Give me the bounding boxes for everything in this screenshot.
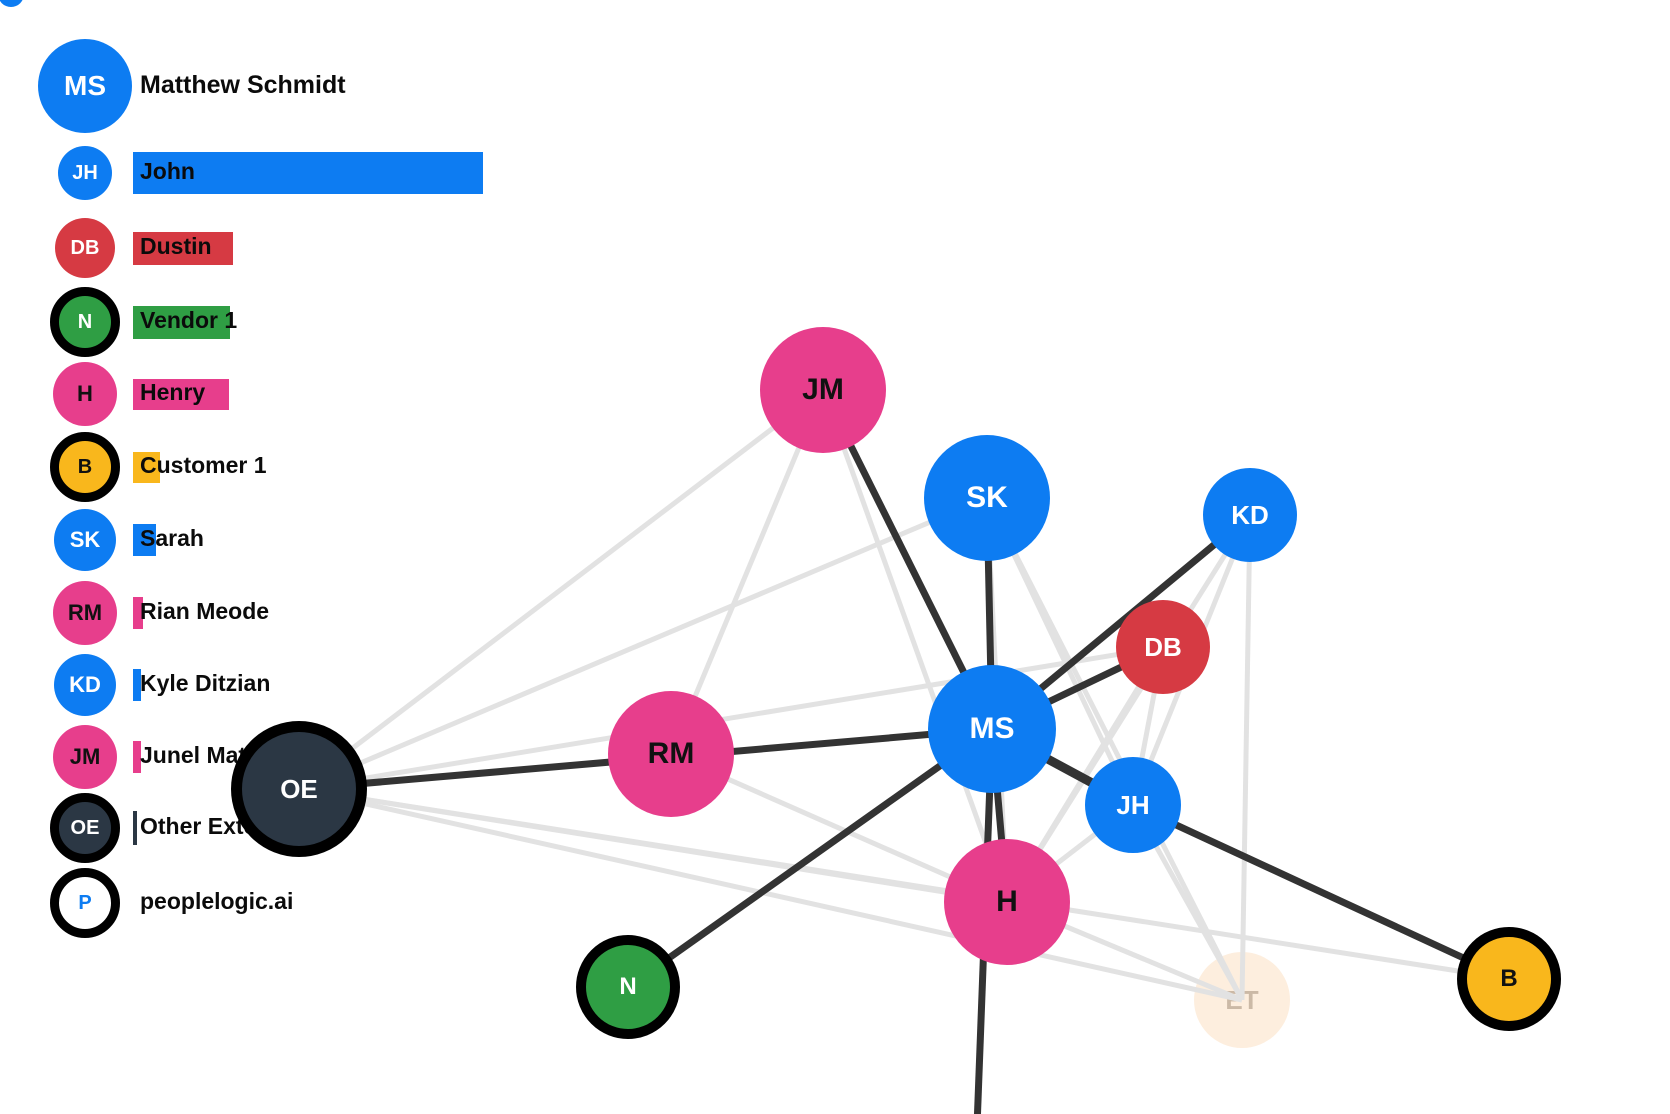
legend-avatar-b: B: [50, 432, 120, 502]
legend-avatar-db: DB: [55, 218, 115, 278]
legend-avatar-initials: KD: [69, 672, 101, 697]
legend-avatar-p: P: [50, 868, 120, 938]
edge-sk-et: [984, 496, 1245, 1002]
graph-node-rm[interactable]: RM: [608, 691, 734, 817]
graph-node-label: N: [619, 973, 637, 1000]
graph-node-jm[interactable]: JM: [760, 327, 886, 453]
graph-node-h[interactable]: H: [944, 839, 1070, 965]
legend-avatar-h: H: [53, 362, 117, 426]
graph-node-db[interactable]: DB: [1116, 600, 1210, 694]
partial-avatar-top: [0, 0, 24, 7]
edge-jh-b: [1131, 801, 1511, 983]
graph-node-label: B: [1500, 965, 1518, 992]
graph-node-oe[interactable]: OE: [231, 721, 367, 857]
legend-name: Dustin: [140, 233, 212, 259]
graph-node-label: H: [996, 885, 1018, 918]
legend-avatar-initials: JH: [72, 162, 98, 184]
graph-node-ms[interactable]: MS: [928, 665, 1056, 793]
edge-oe-b: [298, 786, 1510, 982]
graph-node-label: JM: [802, 373, 844, 406]
graph-node-n[interactable]: N: [576, 935, 680, 1039]
edge-jm-rm: [668, 389, 826, 755]
legend-name: Rian Meode: [140, 598, 270, 624]
legend-avatar-initials: H: [77, 381, 93, 406]
edge-oe-sk: [298, 495, 988, 792]
legend-avatar-initials: B: [77, 456, 93, 478]
legend-avatar-rm: RM: [53, 581, 117, 645]
graph-node-label: OE: [280, 774, 318, 804]
legend-name: Matthew Schmidt: [140, 71, 346, 99]
legend-name: John: [140, 158, 195, 184]
legend-avatar-kd: KD: [54, 654, 116, 716]
legend-name: peoplelogic.ai: [140, 888, 294, 914]
legend-avatar-initials: MS: [64, 70, 106, 101]
legend-name: Kyle Ditzian: [140, 670, 271, 696]
legend-avatar-n: N: [50, 287, 120, 357]
edge-jm-h: [820, 389, 1010, 903]
legend-value-bar: [133, 152, 483, 194]
legend-value-bar: [133, 669, 141, 701]
graph-node-label: MS: [969, 712, 1015, 745]
graph-node-kd[interactable]: KD: [1203, 468, 1297, 562]
legend-avatar-initials: DB: [70, 237, 100, 259]
legend-avatar-initials: SK: [69, 527, 101, 552]
graph-node-label: RM: [647, 737, 695, 770]
legend-avatar-ms: MS: [38, 39, 132, 133]
graph-node-label: KD: [1231, 500, 1269, 530]
legend-avatar-initials: N: [77, 311, 93, 333]
legend-avatar-initials: RM: [67, 600, 103, 625]
legend-avatar-initials: P: [78, 892, 92, 914]
legend-avatar-oe: OE: [50, 793, 120, 863]
legend-avatar-sk: SK: [54, 509, 116, 571]
legend-value-bar: [133, 451, 160, 483]
graph-node-sk[interactable]: SK: [924, 435, 1050, 561]
legend-name: Henry: [140, 379, 206, 405]
legend-avatar-initials: JM: [69, 744, 101, 769]
graph-node-label: DB: [1144, 632, 1182, 662]
legend-value-bar: [133, 305, 230, 339]
legend-avatar-jm: JM: [53, 725, 117, 789]
legend-value-bar: [133, 811, 137, 845]
legend-value-bar: [133, 597, 143, 629]
graph-node-label: SK: [966, 481, 1008, 514]
graph-node-jh[interactable]: JH: [1085, 757, 1181, 853]
edge-kd-et: [1239, 514, 1253, 1001]
legend-avatar-jh: JH: [58, 146, 112, 200]
legend-name: Customer 1: [140, 452, 267, 478]
edge-oe-et: [298, 786, 1243, 1003]
legend-value-bar: [133, 378, 229, 410]
legend-value-bar: [133, 524, 156, 556]
edge-ms-n: [625, 726, 995, 990]
legend-avatar-initials: OE: [70, 817, 100, 839]
edge-oe-jm: [297, 388, 825, 791]
graph-node-label: JH: [1116, 790, 1150, 820]
legend-value-bar: [133, 741, 141, 773]
graph-node-b[interactable]: B: [1457, 927, 1561, 1031]
legend-value-bar: [133, 231, 233, 265]
legend-name: Sarah: [140, 525, 204, 551]
legend-name: Vendor 1: [140, 307, 238, 333]
